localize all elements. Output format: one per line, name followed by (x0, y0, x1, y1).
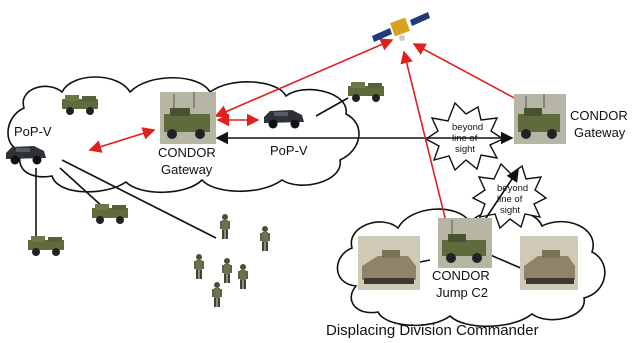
soldier-icon (220, 214, 230, 239)
link-popv-to-soldiers (61, 159, 217, 239)
condor-jump-label-line1: CONDOR (432, 268, 490, 283)
soldier-icon (260, 226, 270, 251)
link-popv-to-ground-2 (59, 167, 105, 209)
burst-2-text-line3: sight (500, 205, 520, 216)
condor-jump-label-line2: Jump C2 (436, 285, 488, 300)
red-link-gateway-to-satellite (214, 38, 394, 118)
popv-label-left: PoP-V (14, 124, 52, 139)
satellite-icon (372, 12, 430, 42)
burst-2-text-line2: line of (497, 194, 523, 205)
red-link-satellite-to-jump (400, 50, 456, 248)
soldier-icon (212, 282, 222, 307)
military-truck-icon (28, 236, 64, 256)
soldier-icon (238, 264, 248, 289)
burst-2-text-line1: beyond (497, 183, 528, 194)
red-link-popv-to-gateway (88, 127, 156, 153)
military-truck-icon (348, 82, 384, 102)
soldier-icon (222, 258, 232, 283)
burst-1-text-line2: line of (452, 133, 478, 144)
soldier-icon (194, 254, 204, 279)
condor-gateway-label-left-line1: CONDOR (158, 145, 216, 160)
diagram-caption: Displacing Division Commander (326, 322, 539, 339)
burst-1-text-line1: beyond (452, 122, 483, 133)
condor-gateway-vehicle-icon (514, 94, 566, 144)
tank-icon (358, 236, 420, 290)
condor-gateway-label-left-line2: Gateway (161, 162, 213, 177)
popv-label-center: PoP-V (270, 143, 308, 158)
condor-gateway-label-right-line1: CONDOR (570, 108, 628, 123)
military-truck-icon (92, 204, 128, 224)
condor-gateway-vehicle-icon (160, 92, 216, 144)
condor-gateway-label-right-line2: Gateway (574, 125, 626, 140)
beyond-line-of-sight-burst-2 (471, 162, 548, 230)
burst-1-text-line3: sight (455, 144, 475, 155)
condor-jump-c2-vehicle-icon (438, 218, 492, 268)
tank-icon (520, 236, 578, 290)
